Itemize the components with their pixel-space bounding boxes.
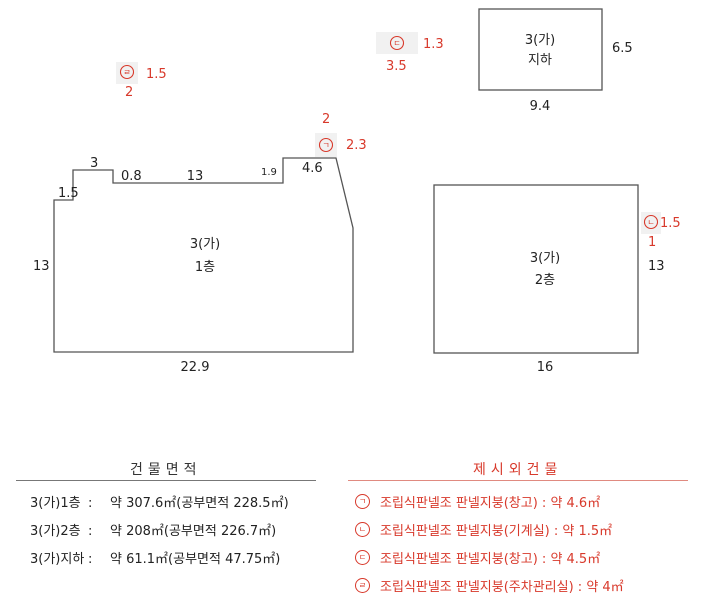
floor2-floor-label: 2층	[535, 273, 555, 288]
marker-na-circle	[643, 214, 659, 230]
marker-na: ㄴ 1.5 1	[641, 212, 681, 250]
excluded-row-text: 조립식판넬조 판넬지붕(기계실) : 약 1.5㎡	[380, 524, 613, 539]
site-plan-drawing: 3(가) 지하 6.5 9.4 3(가) 1층 13 22.9 1.5 3 0.…	[33, 8, 681, 375]
area-row-colon: :	[88, 524, 93, 539]
marker-ra-dim-a: 1.5	[146, 67, 167, 82]
excluded-row: ㄷ 조립식판넬조 판넬지붕(창고) : 약 4.5㎡	[355, 548, 600, 567]
area-row-value: 약 61.1㎡(공부면적 47.75㎡)	[110, 552, 281, 567]
marker-ra-symbol: ㄹ	[123, 68, 130, 77]
marker-na-symbol: ㄴ	[647, 218, 654, 227]
floor1-dim-bottom: 22.9	[181, 360, 210, 375]
excluded-buildings-divider	[348, 480, 688, 481]
area-row-name: 3(가)2층	[30, 524, 81, 539]
marker-da-dim-b: 3.5	[386, 59, 407, 74]
marker-na-dim-a: 1.5	[660, 216, 681, 231]
building-area-title: 건물면적	[130, 462, 202, 478]
excluded-row-symbol: ㄹ	[355, 578, 370, 593]
area-row: 3(가)2층: 약 208㎡(공부면적 226.7㎡)	[30, 520, 276, 539]
floor2-dim-bottom: 16	[537, 360, 554, 375]
marker-na-dim-b: 1	[648, 235, 656, 250]
excluded-row: ㄹ 조립식판넬조 판넬지붕(주차관리실) : 약 4㎡	[355, 576, 624, 595]
excluded-row: ㄴ 조립식판넬조 판넬지붕(기계실) : 약 1.5㎡	[355, 520, 612, 539]
excluded-row-text: 조립식판넬조 판넬지붕(창고) : 약 4.5㎡	[380, 552, 601, 567]
area-row: 3(가)지하: 약 61.1㎡(공부면적 47.75㎡)	[30, 548, 280, 567]
floor1-name: 3(가)	[190, 237, 220, 252]
marker-ra: ㄹ 1.5 2	[116, 62, 167, 100]
marker-ra-circle	[119, 64, 135, 80]
floor1-outline	[53, 157, 354, 353]
area-row-colon: :	[88, 496, 93, 511]
excluded-row: ㄱ 조립식판넬조 판넬지붕(창고) : 약 4.6㎡	[355, 492, 600, 511]
basement-floor-label: 지하	[528, 53, 552, 68]
area-row-value: 약 208㎡(공부면적 226.7㎡)	[110, 524, 277, 539]
area-row-name: 3(가)지하	[30, 552, 85, 567]
marker-da-symbol: ㄷ	[393, 39, 400, 48]
area-row: 3(가)1층: 약 307.6㎡(공부면적 228.5㎡)	[30, 492, 289, 511]
floor2-dim-right: 13	[648, 259, 665, 274]
floor1-dim-top-small: 1.9	[261, 167, 277, 178]
basement-dim-bottom: 9.4	[530, 99, 551, 114]
floor2-name: 3(가)	[530, 251, 560, 266]
basement-outline	[478, 8, 603, 91]
floor1-dim-notch: 0.8	[121, 169, 142, 184]
area-row-value: 약 307.6㎡(공부면적 228.5㎡)	[110, 496, 289, 511]
marker-ga-dim-a: 2	[322, 112, 330, 127]
marker-da-circle	[389, 35, 405, 51]
floor2-outline	[433, 184, 639, 354]
marker-ga-circle	[318, 137, 334, 153]
basement-dim-right: 6.5	[612, 41, 633, 56]
excluded-buildings-title: 제시외건물	[473, 462, 563, 478]
excluded-row-text: 조립식판넬조 판넬지붕(주차관리실) : 약 4㎡	[380, 580, 624, 595]
floor1-dim-top-mid: 13	[187, 169, 204, 184]
marker-da: ㄷ 1.3 3.5	[376, 32, 444, 74]
excluded-row-symbol: ㄱ	[355, 494, 370, 509]
marker-ga: ㄱ 2 2.3	[315, 112, 367, 157]
marker-ra-dim-b: 2	[125, 85, 133, 100]
floor1-dim-step-width: 3	[90, 156, 98, 171]
marker-ga-symbol: ㄱ	[322, 141, 329, 150]
marker-ga-dim-b: 2.3	[346, 138, 367, 153]
excluded-row-text: 조립식판넬조 판넬지붕(창고) : 약 4.6㎡	[380, 496, 601, 511]
floor1-dim-left: 13	[33, 259, 50, 274]
excluded-row-symbol: ㄴ	[355, 522, 370, 537]
area-row-colon: :	[88, 552, 93, 567]
floor1-dim-top-right: 4.6	[302, 161, 323, 176]
basement-name: 3(가)	[525, 33, 555, 48]
excluded-row-symbol: ㄷ	[355, 550, 370, 565]
floor1-floor-label: 1층	[195, 260, 215, 275]
building-area-divider	[16, 480, 316, 481]
area-row-name: 3(가)1층	[30, 496, 81, 511]
floor1-dim-step-height: 1.5	[58, 186, 79, 201]
marker-da-dim-a: 1.3	[423, 37, 444, 52]
